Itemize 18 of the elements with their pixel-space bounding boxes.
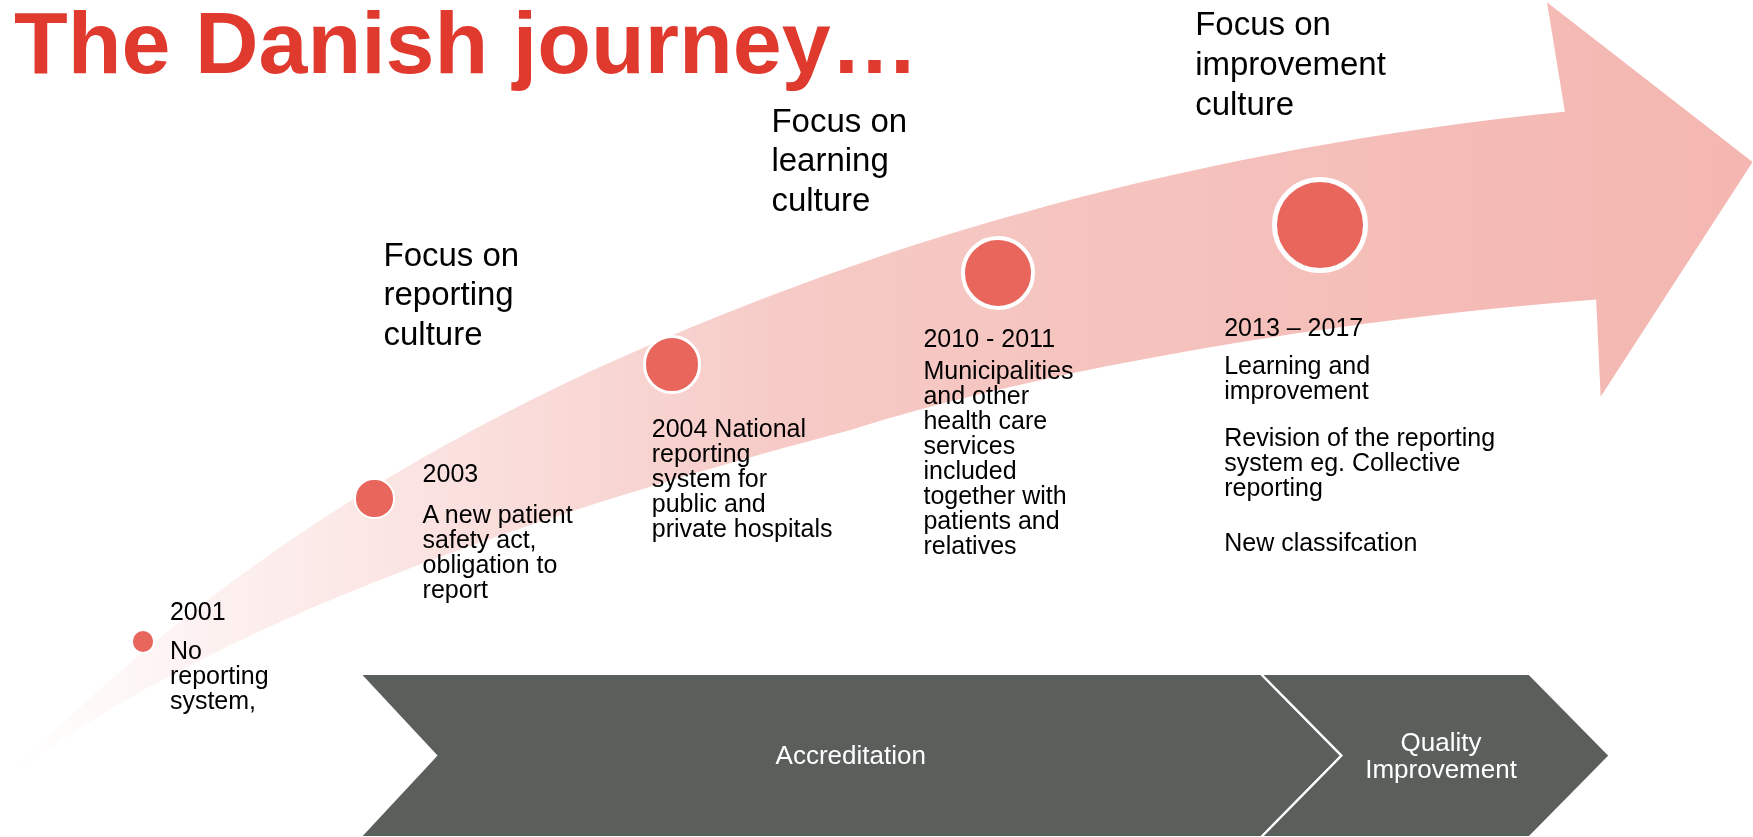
milestone-text: New classifcation <box>1224 529 1419 555</box>
milestone-text: Learning and improvement <box>1224 353 1372 404</box>
milestone-text: Municipalities and other health care services included together with patients and relatives <box>923 357 1075 558</box>
year-label: 2003 <box>422 460 480 486</box>
year-label: 2010 - 2011 <box>923 326 1057 352</box>
title: The Danish journey… <box>14 0 919 94</box>
phase-label: Accreditation <box>774 742 927 770</box>
focus-label: Focus on reporting culture <box>383 234 521 354</box>
milestone-text: Revision of the reporting system eg. Collective reporting <box>1224 424 1497 500</box>
milestone-text: 2004 National reporting system for public and private hospitals <box>651 415 834 541</box>
milestone-text: A new patient safety act, obligation to report <box>422 501 574 602</box>
focus-label: Focus on improvement culture <box>1195 4 1387 124</box>
year-label: 2013 – 2017 <box>1224 315 1365 341</box>
focus-label: Focus on learning culture <box>771 100 909 220</box>
milestone-circle <box>354 478 395 519</box>
milestone-text: No reporting system, <box>169 638 270 714</box>
year-label: 2001 <box>169 599 227 625</box>
phase-label: Quality Improvement <box>1364 728 1518 784</box>
